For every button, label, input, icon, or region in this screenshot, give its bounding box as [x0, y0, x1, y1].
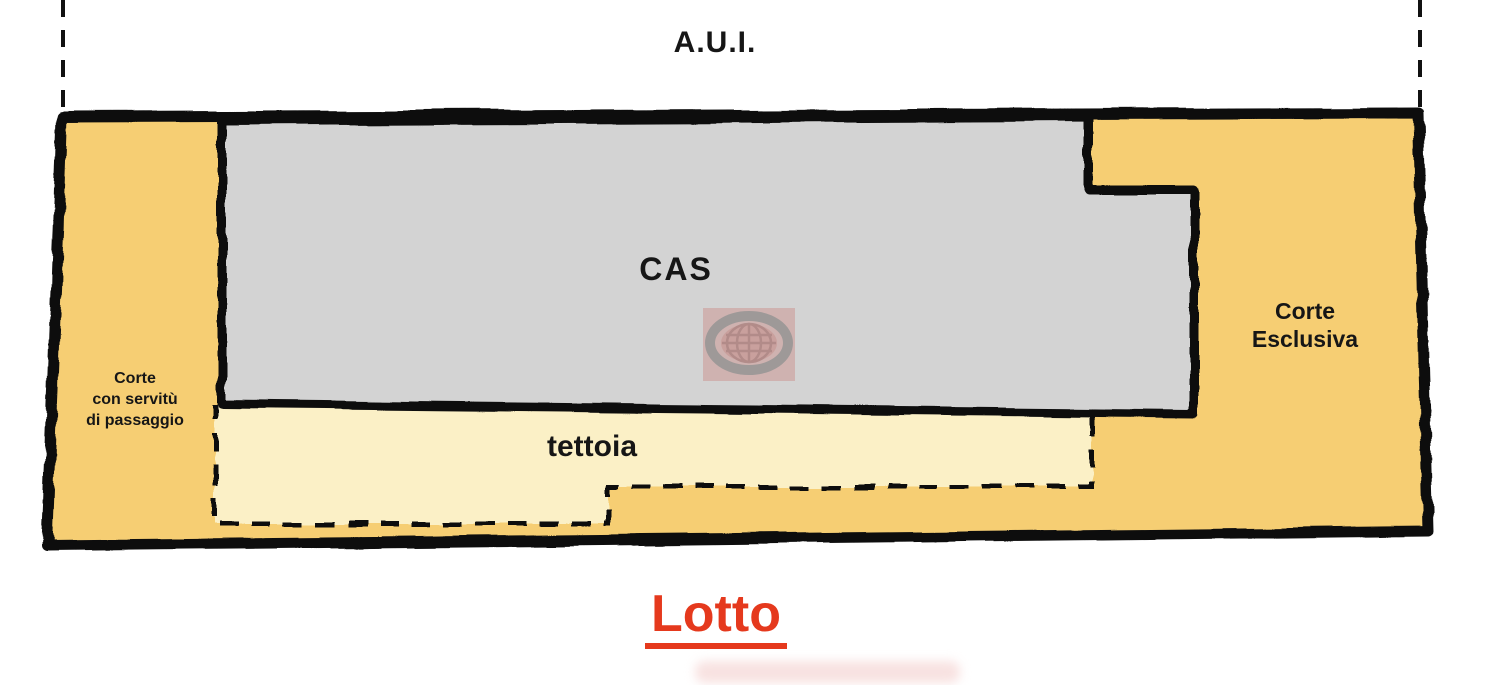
corte-esclusiva-line-2: Esclusiva	[1251, 326, 1359, 352]
cas-building-shape	[217, 112, 1199, 419]
faded-watermark-smudge	[695, 661, 960, 683]
lotto-title: Lotto	[566, 588, 866, 649]
corte-servitu-line-1: Corte	[114, 370, 156, 387]
lotto-title-text: Lotto	[645, 588, 787, 649]
plan-shapes	[41, 107, 1434, 552]
tettoia-canopy-label: tettoia	[547, 430, 637, 463]
cas-building-label: CAS	[639, 251, 713, 287]
corte-servitu-label: Corte con servitù di passaggio	[45, 368, 225, 431]
corte-esclusiva-label: Corte Esclusiva	[1205, 297, 1405, 353]
corte-servitu-line-3: di passaggio	[86, 412, 184, 429]
tettoia-canopy-shape	[212, 404, 1095, 527]
corte-servitu-line-2: con servitù	[92, 391, 178, 408]
aui-area-label: A.U.I.	[673, 26, 757, 59]
globe-logo-watermark-icon	[703, 308, 795, 381]
corte-esclusiva-line-1: Corte	[1274, 298, 1336, 324]
